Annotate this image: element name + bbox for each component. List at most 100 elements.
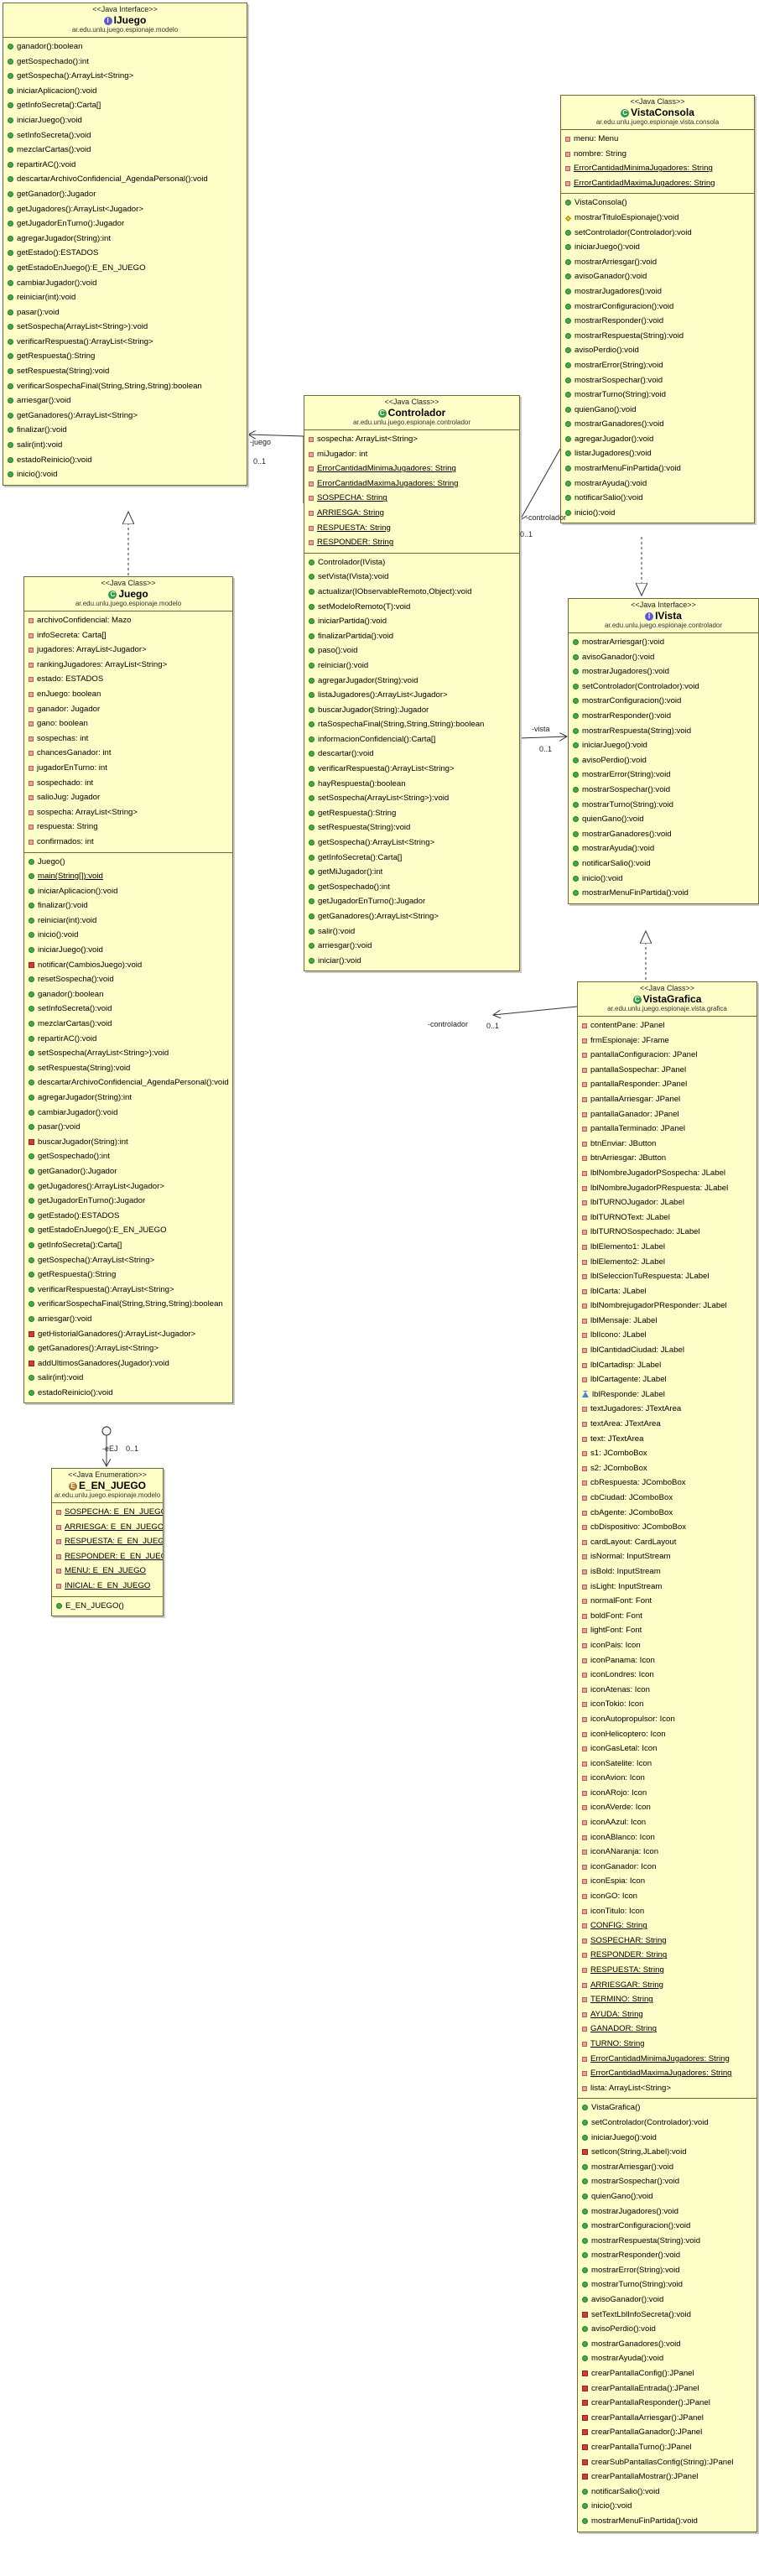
member-row[interactable]: salir():void bbox=[304, 924, 519, 939]
member-row[interactable]: iconSatelite: Icon bbox=[578, 1756, 756, 1772]
member-row[interactable]: miJugador: int bbox=[304, 447, 519, 462]
member-row[interactable]: lblElemento2: JLabel bbox=[578, 1255, 756, 1270]
member-row[interactable]: lblNombreJugadorPSospecha: JLabel bbox=[578, 1166, 756, 1181]
member-row[interactable]: ARRIESGA: E_EN_JUEGO bbox=[52, 1520, 163, 1535]
member-row[interactable]: setSospecha(ArrayList<String>):void bbox=[3, 320, 247, 335]
member-row[interactable]: arriesgar():void bbox=[304, 939, 519, 954]
member-row[interactable]: getGanadores():ArrayList<String> bbox=[304, 909, 519, 924]
member-row[interactable]: sospechado: int bbox=[24, 776, 232, 791]
member-row[interactable]: lblTURNOSospechado: JLabel bbox=[578, 1225, 756, 1240]
member-row[interactable]: getEstado():ESTADOS bbox=[3, 246, 247, 261]
member-row[interactable]: crearPantallaArriesgar():JPanel bbox=[578, 2411, 756, 2426]
member-row[interactable]: setControlador(Controlador):void bbox=[578, 2115, 756, 2131]
member-row[interactable]: mostrarResponder():void bbox=[578, 2248, 756, 2263]
member-row[interactable]: ErrorCantidadMaximaJugadores: String bbox=[578, 2066, 756, 2081]
member-row[interactable]: getSospechado():int bbox=[3, 55, 247, 70]
member-row[interactable]: mostrarMenuFinPartida():void bbox=[569, 886, 758, 901]
member-row[interactable]: lblNombreJugadorPRespuesta: JLabel bbox=[578, 1181, 756, 1196]
member-row[interactable]: pantallaSospechar: JPanel bbox=[578, 1063, 756, 1078]
member-row[interactable]: descartarArchivoConfidencial_AgendaPerso… bbox=[24, 1075, 232, 1090]
member-row[interactable]: repartirAC():void bbox=[24, 1032, 232, 1047]
member-row[interactable]: inicio():void bbox=[569, 872, 758, 887]
member-row[interactable]: mostrarAyuda():void bbox=[569, 841, 758, 856]
member-row[interactable]: getInfoSecreta():Carta[] bbox=[3, 98, 247, 113]
member-row[interactable]: iniciarPartida():void bbox=[304, 614, 519, 629]
member-row[interactable]: lblCarta: JLabel bbox=[578, 1284, 756, 1299]
member-row[interactable]: inicio():void bbox=[561, 506, 754, 521]
member-row[interactable]: lightFont: Font bbox=[578, 1623, 756, 1638]
member-row[interactable]: textJugadores: JTextArea bbox=[578, 1402, 756, 1417]
member-row[interactable]: getJugadores():ArrayList<Jugador> bbox=[24, 1179, 232, 1194]
member-row[interactable]: verificarRespuesta():ArrayList<String> bbox=[24, 1283, 232, 1298]
member-row[interactable]: sospecha: ArrayList<String> bbox=[24, 805, 232, 820]
member-row[interactable]: iniciarJuego():void bbox=[569, 738, 758, 753]
member-row[interactable]: lblMensaje: JLabel bbox=[578, 1314, 756, 1329]
member-row[interactable]: TURNO: String bbox=[578, 2037, 756, 2052]
member-row[interactable]: resetSospecha():void bbox=[24, 972, 232, 987]
member-row[interactable]: quienGano():void bbox=[561, 403, 754, 418]
member-row[interactable]: cbDispositivo: JComboBox bbox=[578, 1520, 756, 1535]
member-row[interactable]: crearSubPantallasConfig(String):JPanel bbox=[578, 2455, 756, 2470]
member-row[interactable]: cambiarJugador():void bbox=[24, 1106, 232, 1121]
member-row[interactable]: boldFont: Font bbox=[578, 1609, 756, 1624]
member-row[interactable]: agregarJugador(String):int bbox=[3, 232, 247, 247]
member-row[interactable]: nombre: String bbox=[561, 147, 754, 162]
member-row[interactable]: CONFIG: String bbox=[578, 1918, 756, 1933]
member-row[interactable]: notificar(CambiosJuego):void bbox=[24, 958, 232, 973]
member-row[interactable]: avisoGanador():void bbox=[578, 2292, 756, 2308]
member-row[interactable]: pantallaGanador: JPanel bbox=[578, 1107, 756, 1122]
member-row[interactable]: salir(int):void bbox=[3, 438, 247, 453]
member-row[interactable]: mostrarMenuFinPartida():void bbox=[578, 2514, 756, 2529]
member-row[interactable]: agregarJugador(String):int bbox=[24, 1090, 232, 1106]
member-row[interactable]: lista: ArrayList<String> bbox=[578, 2081, 756, 2096]
member-row[interactable]: contentPane: JPanel bbox=[578, 1018, 756, 1033]
member-row[interactable]: setRespuesta(String):void bbox=[24, 1061, 232, 1076]
member-row[interactable]: sospechas: int bbox=[24, 731, 232, 747]
member-row[interactable]: pantallaTerminado: JPanel bbox=[578, 1121, 756, 1137]
member-row[interactable]: finalizar():void bbox=[24, 898, 232, 913]
member-row[interactable]: reiniciar(int):void bbox=[3, 290, 247, 305]
member-row[interactable]: avisoPerdio():void bbox=[578, 2322, 756, 2337]
member-row[interactable]: lblTURNOText: JLabel bbox=[578, 1210, 756, 1226]
member-row[interactable]: crearPantallaConfig():JPanel bbox=[578, 2366, 756, 2381]
member-row[interactable]: pantallaArriesgar: JPanel bbox=[578, 1092, 756, 1107]
member-row[interactable]: rankingJugadores: ArrayList<String> bbox=[24, 658, 232, 673]
member-row[interactable]: finalizar():void bbox=[3, 423, 247, 438]
member-row[interactable]: inicio():void bbox=[3, 467, 247, 482]
member-row[interactable]: setVista(IVista):void bbox=[304, 570, 519, 585]
member-row[interactable]: iconTokio: Icon bbox=[578, 1697, 756, 1712]
member-row[interactable]: paso():void bbox=[304, 643, 519, 658]
member-row[interactable]: getRespuesta():String bbox=[3, 349, 247, 364]
member-row[interactable]: rtaSospechaFinal(String,String,String):b… bbox=[304, 717, 519, 732]
member-row[interactable]: btnArriesgar: JButton bbox=[578, 1151, 756, 1166]
member-row[interactable]: crearPantallaEntrada():JPanel bbox=[578, 2381, 756, 2396]
member-row[interactable]: buscarJugador(String):int bbox=[24, 1135, 232, 1150]
member-row[interactable]: respuesta: String bbox=[24, 820, 232, 835]
member-row[interactable]: ganador():boolean bbox=[24, 987, 232, 1002]
member-row[interactable]: descartarArchivoConfidencial_AgendaPerso… bbox=[3, 172, 247, 187]
member-row[interactable]: lblIcono: JLabel bbox=[578, 1328, 756, 1343]
member-row[interactable]: VistaGrafica() bbox=[578, 2100, 756, 2115]
member-row[interactable]: inicio():void bbox=[24, 928, 232, 943]
member-row[interactable]: iconTitulo: Icon bbox=[578, 1904, 756, 1919]
member-row[interactable]: GANADOR: String bbox=[578, 2022, 756, 2037]
member-row[interactable]: getSospecha():ArrayList<String> bbox=[3, 69, 247, 84]
member-row[interactable]: quienGano():void bbox=[578, 2189, 756, 2204]
member-row[interactable]: s2: JComboBox bbox=[578, 1461, 756, 1476]
member-row[interactable]: mostrarRespuesta(String):void bbox=[569, 724, 758, 739]
member-row[interactable]: mostrarAyuda():void bbox=[578, 2351, 756, 2366]
member-row[interactable]: mezclarCartas():void bbox=[3, 143, 247, 158]
member-row[interactable]: infoSecreta: Carta[] bbox=[24, 628, 232, 643]
member-row[interactable]: setInfoSecreta():void bbox=[24, 1002, 232, 1017]
member-row[interactable]: setSospecha(ArrayList<String>):void bbox=[304, 791, 519, 806]
member-row[interactable]: getEstadoEnJuego():E_EN_JUEGO bbox=[24, 1223, 232, 1238]
member-row[interactable]: agregarJugador(String):void bbox=[304, 674, 519, 689]
member-row[interactable]: getEstado():ESTADOS bbox=[24, 1209, 232, 1224]
member-row[interactable]: mostrarSospechar():void bbox=[561, 373, 754, 388]
member-row[interactable]: lblNombrejugadorPResponder: JLabel bbox=[578, 1298, 756, 1314]
member-row[interactable]: mostrarArriesgar():void bbox=[569, 635, 758, 650]
member-row[interactable]: getInfoSecreta():Carta[] bbox=[24, 1238, 232, 1253]
member-row[interactable]: enJuego: boolean bbox=[24, 687, 232, 702]
member-row[interactable]: iconLondres: Icon bbox=[578, 1668, 756, 1683]
member-row[interactable]: lblElemento1: JLabel bbox=[578, 1240, 756, 1255]
